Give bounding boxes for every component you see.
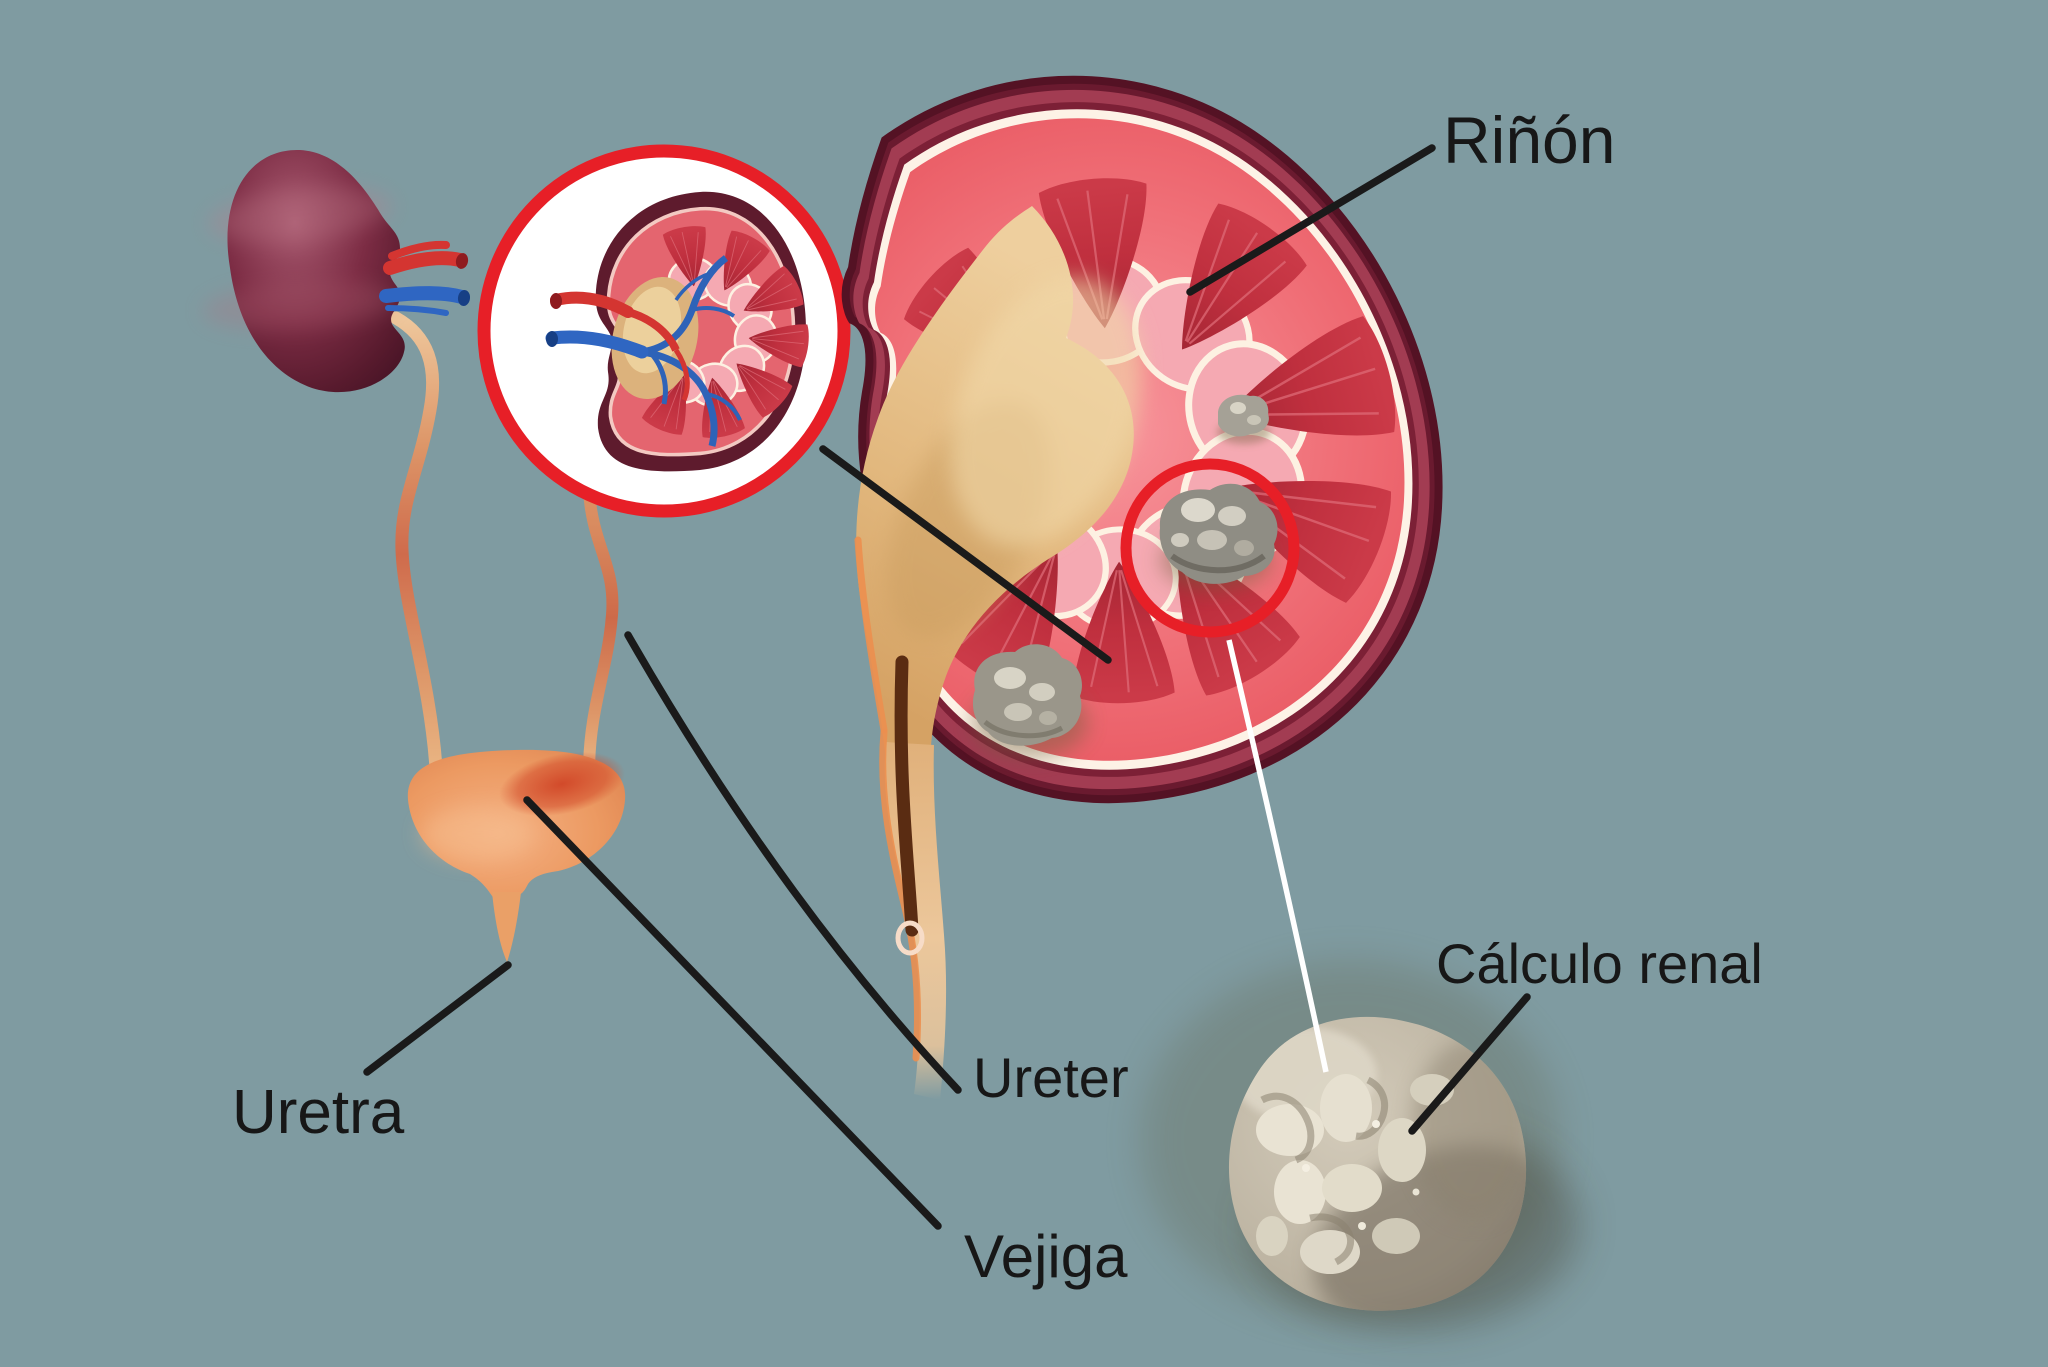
pointer-line-kidney (1186, 144, 1436, 296)
renal-artery (383, 240, 469, 275)
inset-vein-tree (641, 255, 742, 447)
left-ureter (389, 311, 443, 775)
pointer-line-stone (1408, 993, 1531, 1135)
inset-circle (477, 144, 851, 518)
label-kidney-stone: Cálculo renal (1436, 932, 1763, 995)
pointer-lines (363, 144, 1531, 1230)
urethra (492, 892, 521, 962)
kidney-stone-left (972, 644, 1082, 746)
magnifier-line-white (1226, 639, 1329, 1073)
small-kidney (202, 149, 405, 393)
ureter-channel (894, 655, 919, 937)
kidney-stone-small (1218, 394, 1269, 437)
large-kidney (846, 80, 1439, 1100)
pointer-line-bladder (523, 796, 942, 1230)
inset-kidney (545, 191, 813, 472)
highlight-circle (1120, 458, 1300, 638)
renal-pelvis (854, 206, 1142, 772)
pointer-line-ureter (624, 631, 962, 1094)
label-ureter: Ureter (973, 1046, 1129, 1109)
kidney-stone-large (1140, 960, 1580, 1330)
pointer-line-inset (819, 445, 1112, 664)
pointer-line-urethra (363, 961, 512, 1076)
renal-vein (379, 286, 471, 316)
label-bladder: Vejiga (964, 1223, 1128, 1290)
inset-vein (545, 330, 649, 359)
inset-artery (550, 291, 690, 401)
label-kidney: Riñón (1443, 103, 1615, 177)
label-urethra: Uretra (232, 1078, 405, 1147)
kidney-stones-inside (972, 394, 1278, 758)
large-kidney-ureter (879, 655, 947, 1100)
